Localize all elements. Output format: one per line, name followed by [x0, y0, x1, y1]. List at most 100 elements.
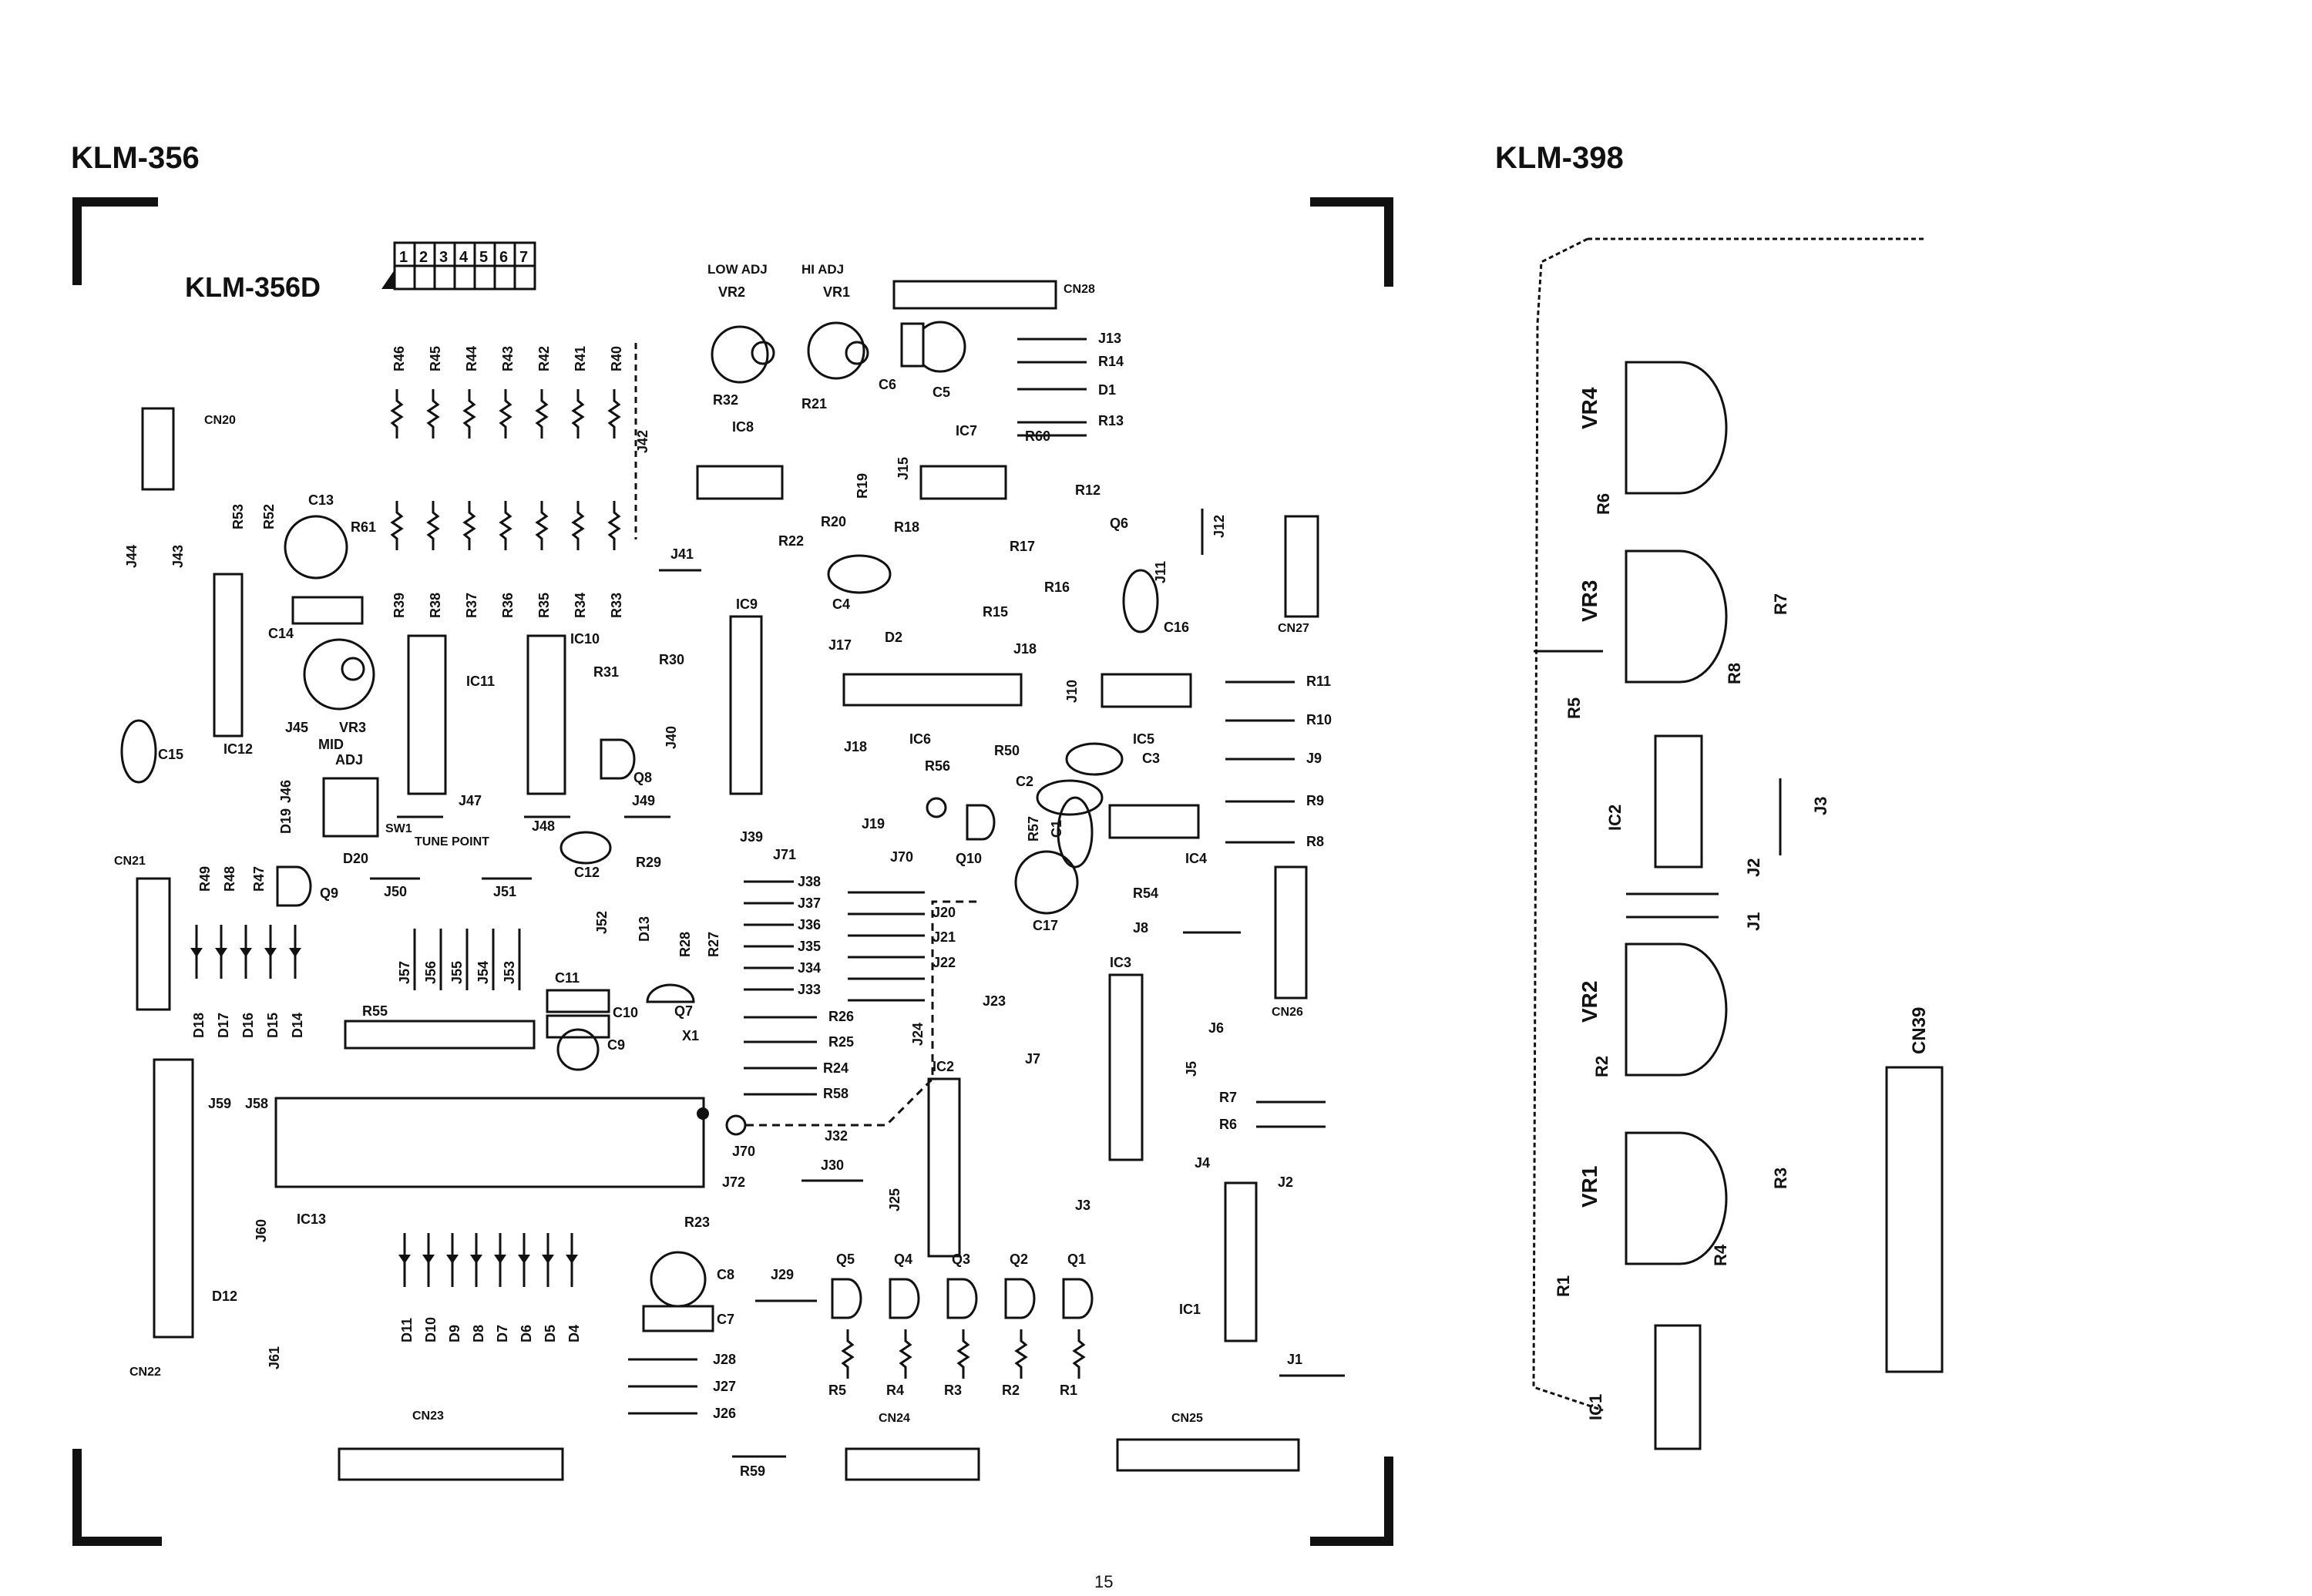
- j25-label: J25: [887, 1188, 902, 1211]
- jumper-j33-label: J33: [798, 982, 821, 997]
- d2-label: D2: [885, 630, 902, 645]
- cn20-label: CN20: [204, 414, 236, 427]
- variant-cell-6: 6: [499, 249, 508, 266]
- j15-label: J15: [896, 457, 911, 480]
- j18-label: J18: [844, 739, 867, 754]
- transistor-q5-label: Q5: [836, 1252, 855, 1267]
- jumper-j37-label: J37: [798, 895, 821, 911]
- j30-label: J30: [821, 1158, 844, 1173]
- j12-label: J12: [1211, 515, 1227, 538]
- r26-label: R26: [828, 1009, 854, 1024]
- j72-label: J72: [722, 1174, 745, 1190]
- transistor-q3-label: Q3: [952, 1252, 970, 1267]
- ic12-label: IC12: [223, 741, 253, 757]
- r15-label: R15: [983, 604, 1008, 620]
- resistor-bottom-r4-label: R4: [886, 1383, 904, 1398]
- diode-d9-label: D9: [447, 1325, 462, 1342]
- j46-label: J46: [278, 780, 294, 803]
- klm398-ic1-label: IC1: [1586, 1394, 1605, 1420]
- j49-label: J49: [632, 793, 655, 808]
- r56-label: R56: [925, 758, 950, 774]
- r48-label: R48: [222, 866, 237, 892]
- r12-label: R12: [1075, 482, 1101, 498]
- cn26-label: CN26: [1272, 1006, 1303, 1019]
- jumper-j38-label: J38: [798, 874, 821, 889]
- r53-label: R53: [230, 504, 246, 529]
- diode-d15-label: D15: [265, 1013, 281, 1038]
- cn25-label: CN25: [1171, 1412, 1203, 1425]
- r31-label: R31: [593, 664, 619, 680]
- diode-d6-label: D6: [519, 1325, 534, 1342]
- j70-top-label: J70: [890, 849, 913, 865]
- vr1-label: VR1: [823, 284, 850, 300]
- r28-label: R28: [677, 932, 693, 957]
- variant-cell-4: 4: [459, 249, 469, 266]
- ic9-label: IC9: [736, 596, 758, 612]
- resistor-r44-label: R44: [464, 346, 479, 371]
- c16-label: C16: [1164, 620, 1189, 635]
- q6-label: Q6: [1110, 516, 1128, 531]
- c7-label: C7: [717, 1312, 734, 1327]
- ic10-label: IC10: [570, 631, 600, 647]
- resistor-r46-label: R46: [391, 346, 407, 371]
- klm398-j1-label: J1: [1744, 912, 1763, 931]
- jumper-j36-label: J36: [798, 917, 821, 932]
- cn24-label: CN24: [879, 1412, 910, 1425]
- q7-label: Q7: [674, 1003, 693, 1019]
- diode-d14-label: D14: [290, 1013, 305, 1038]
- header-klm-398: KLM-398: [1495, 141, 1624, 175]
- j45-label: J45: [285, 720, 308, 735]
- c12-label: C12: [574, 865, 600, 880]
- r54-label: R54: [1133, 885, 1158, 901]
- jumper-j34-label: J34: [798, 960, 821, 976]
- j9-label: J9: [1306, 751, 1322, 766]
- resistor-bottom-r1-label: R1: [1060, 1383, 1077, 1398]
- transistor-q4-label: Q4: [894, 1252, 912, 1267]
- tune-point-label: TUNE POINT: [415, 835, 489, 848]
- j39-label: J39: [740, 829, 763, 845]
- r25-label: R25: [828, 1034, 854, 1050]
- r19-label: R19: [855, 473, 870, 499]
- diode-d17-label: D17: [216, 1013, 231, 1038]
- klm-356-board: LOW ADJ HI ADJ VR2 VR1 R32 R21 C6 C5 CN2…: [114, 262, 1345, 1481]
- r58-label: R58: [823, 1086, 849, 1101]
- klm398-cn39-label: CN39: [1909, 1007, 1930, 1054]
- r47-label: R47: [251, 866, 267, 892]
- ic6-label: IC6: [909, 731, 931, 747]
- j21-label: J21: [933, 929, 956, 945]
- ic3-label: IC3: [1110, 955, 1131, 970]
- diode-d5-label: D5: [543, 1325, 558, 1342]
- r13-label: R13: [1098, 413, 1124, 428]
- ic2-label: IC2: [933, 1059, 954, 1074]
- cn22-label: CN22: [129, 1366, 161, 1379]
- transistor-q1-label: Q1: [1067, 1252, 1086, 1267]
- r23-label: R23: [684, 1215, 710, 1230]
- mid-label: MID: [318, 737, 344, 752]
- klm398-r6-label: R6: [1594, 493, 1613, 515]
- c14-label: C14: [268, 626, 294, 641]
- r61-label: R61: [351, 519, 376, 535]
- r6-label: R6: [1219, 1117, 1237, 1132]
- resistor-bottom-r3-label: R3: [944, 1383, 962, 1398]
- r20-label: R20: [821, 514, 846, 529]
- j2-label: J2: [1278, 1174, 1293, 1190]
- j58-label: J58: [245, 1096, 268, 1111]
- ic1-label: IC1: [1179, 1302, 1201, 1317]
- j20-label: J20: [933, 905, 956, 920]
- j50-label: J50: [384, 884, 407, 899]
- variant-label: KLM-356D: [185, 271, 321, 303]
- c1-label: C1: [1049, 820, 1064, 838]
- c10-label: C10: [613, 1005, 638, 1020]
- r8-label: R8: [1306, 834, 1324, 849]
- c13-label: C13: [308, 492, 334, 508]
- j10-label: J10: [1064, 680, 1080, 703]
- variant-cell-3: 3: [439, 249, 448, 266]
- ic11-label: IC11: [466, 674, 495, 689]
- klm398-r4-label: R4: [1711, 1244, 1730, 1266]
- r50-label: R50: [994, 743, 1020, 758]
- r30-label: R30: [659, 652, 684, 667]
- r7-label: R7: [1219, 1090, 1237, 1105]
- q8-label: Q8: [633, 770, 652, 785]
